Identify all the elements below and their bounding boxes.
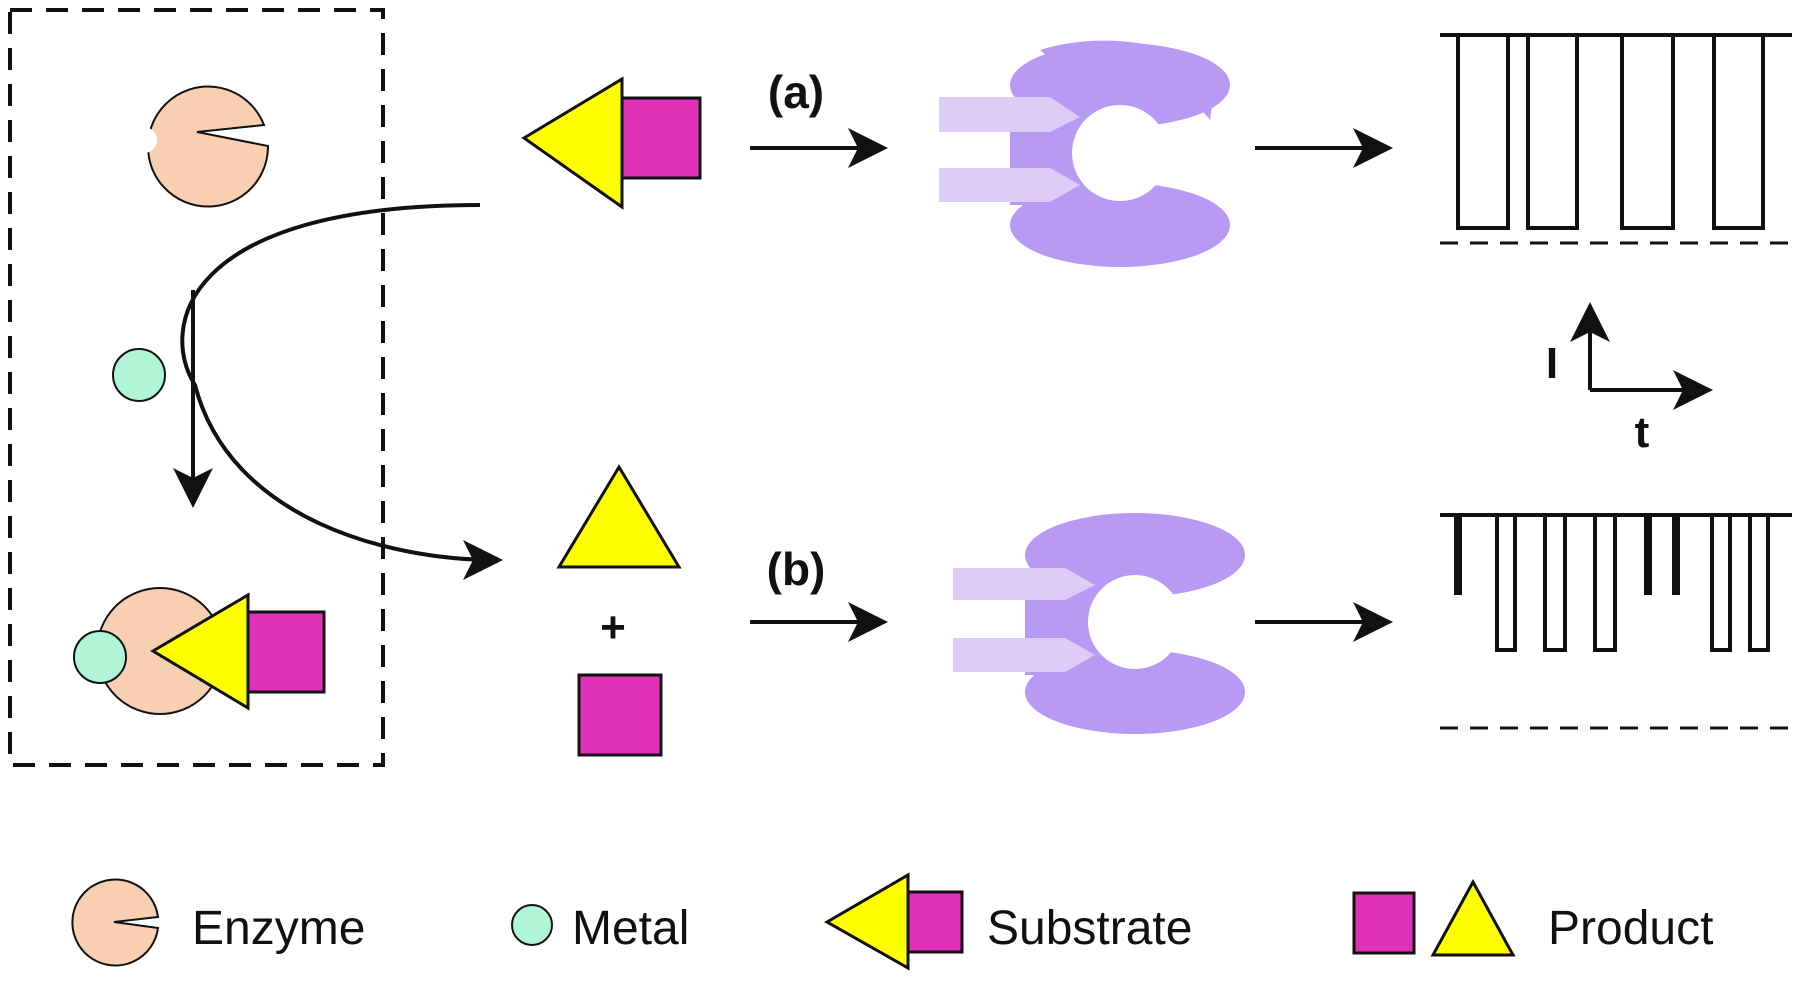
legend-metal-icon <box>511 904 553 946</box>
catalysis-curved-arrow <box>180 203 503 580</box>
enzyme-icon <box>131 85 270 208</box>
legend-enzyme-label: Enzyme <box>192 902 365 955</box>
axis-y-label: I <box>1546 339 1558 388</box>
legend-metal-label: Metal <box>572 902 689 955</box>
nanopore-a <box>939 40 1230 267</box>
path-b-label: (b) <box>767 543 826 595</box>
nanopore-b <box>953 513 1245 734</box>
axis-x-label: t <box>1635 408 1650 457</box>
legend-product-label: Product <box>1548 902 1713 955</box>
legend-enzyme-icon <box>71 878 160 967</box>
plus-sign: + <box>600 603 626 652</box>
enzyme-substrate-complex <box>73 587 326 715</box>
current-trace-a <box>1440 33 1792 245</box>
path-a-label: (a) <box>768 66 824 118</box>
product-square <box>577 673 663 757</box>
current-time-axes: I t <box>1546 302 1713 457</box>
legend-product-icon <box>1352 878 1516 957</box>
legend-substrate-label: Substrate <box>987 902 1192 955</box>
product-triangle <box>556 464 682 569</box>
substrate-molecule <box>521 76 702 210</box>
legend: Enzyme Metal Substrate Product <box>71 872 1713 971</box>
legend-substrate-icon <box>823 872 964 971</box>
current-trace-b <box>1440 513 1792 730</box>
metal-ion-icon <box>112 348 166 402</box>
enzyme-reaction-box <box>8 8 385 767</box>
